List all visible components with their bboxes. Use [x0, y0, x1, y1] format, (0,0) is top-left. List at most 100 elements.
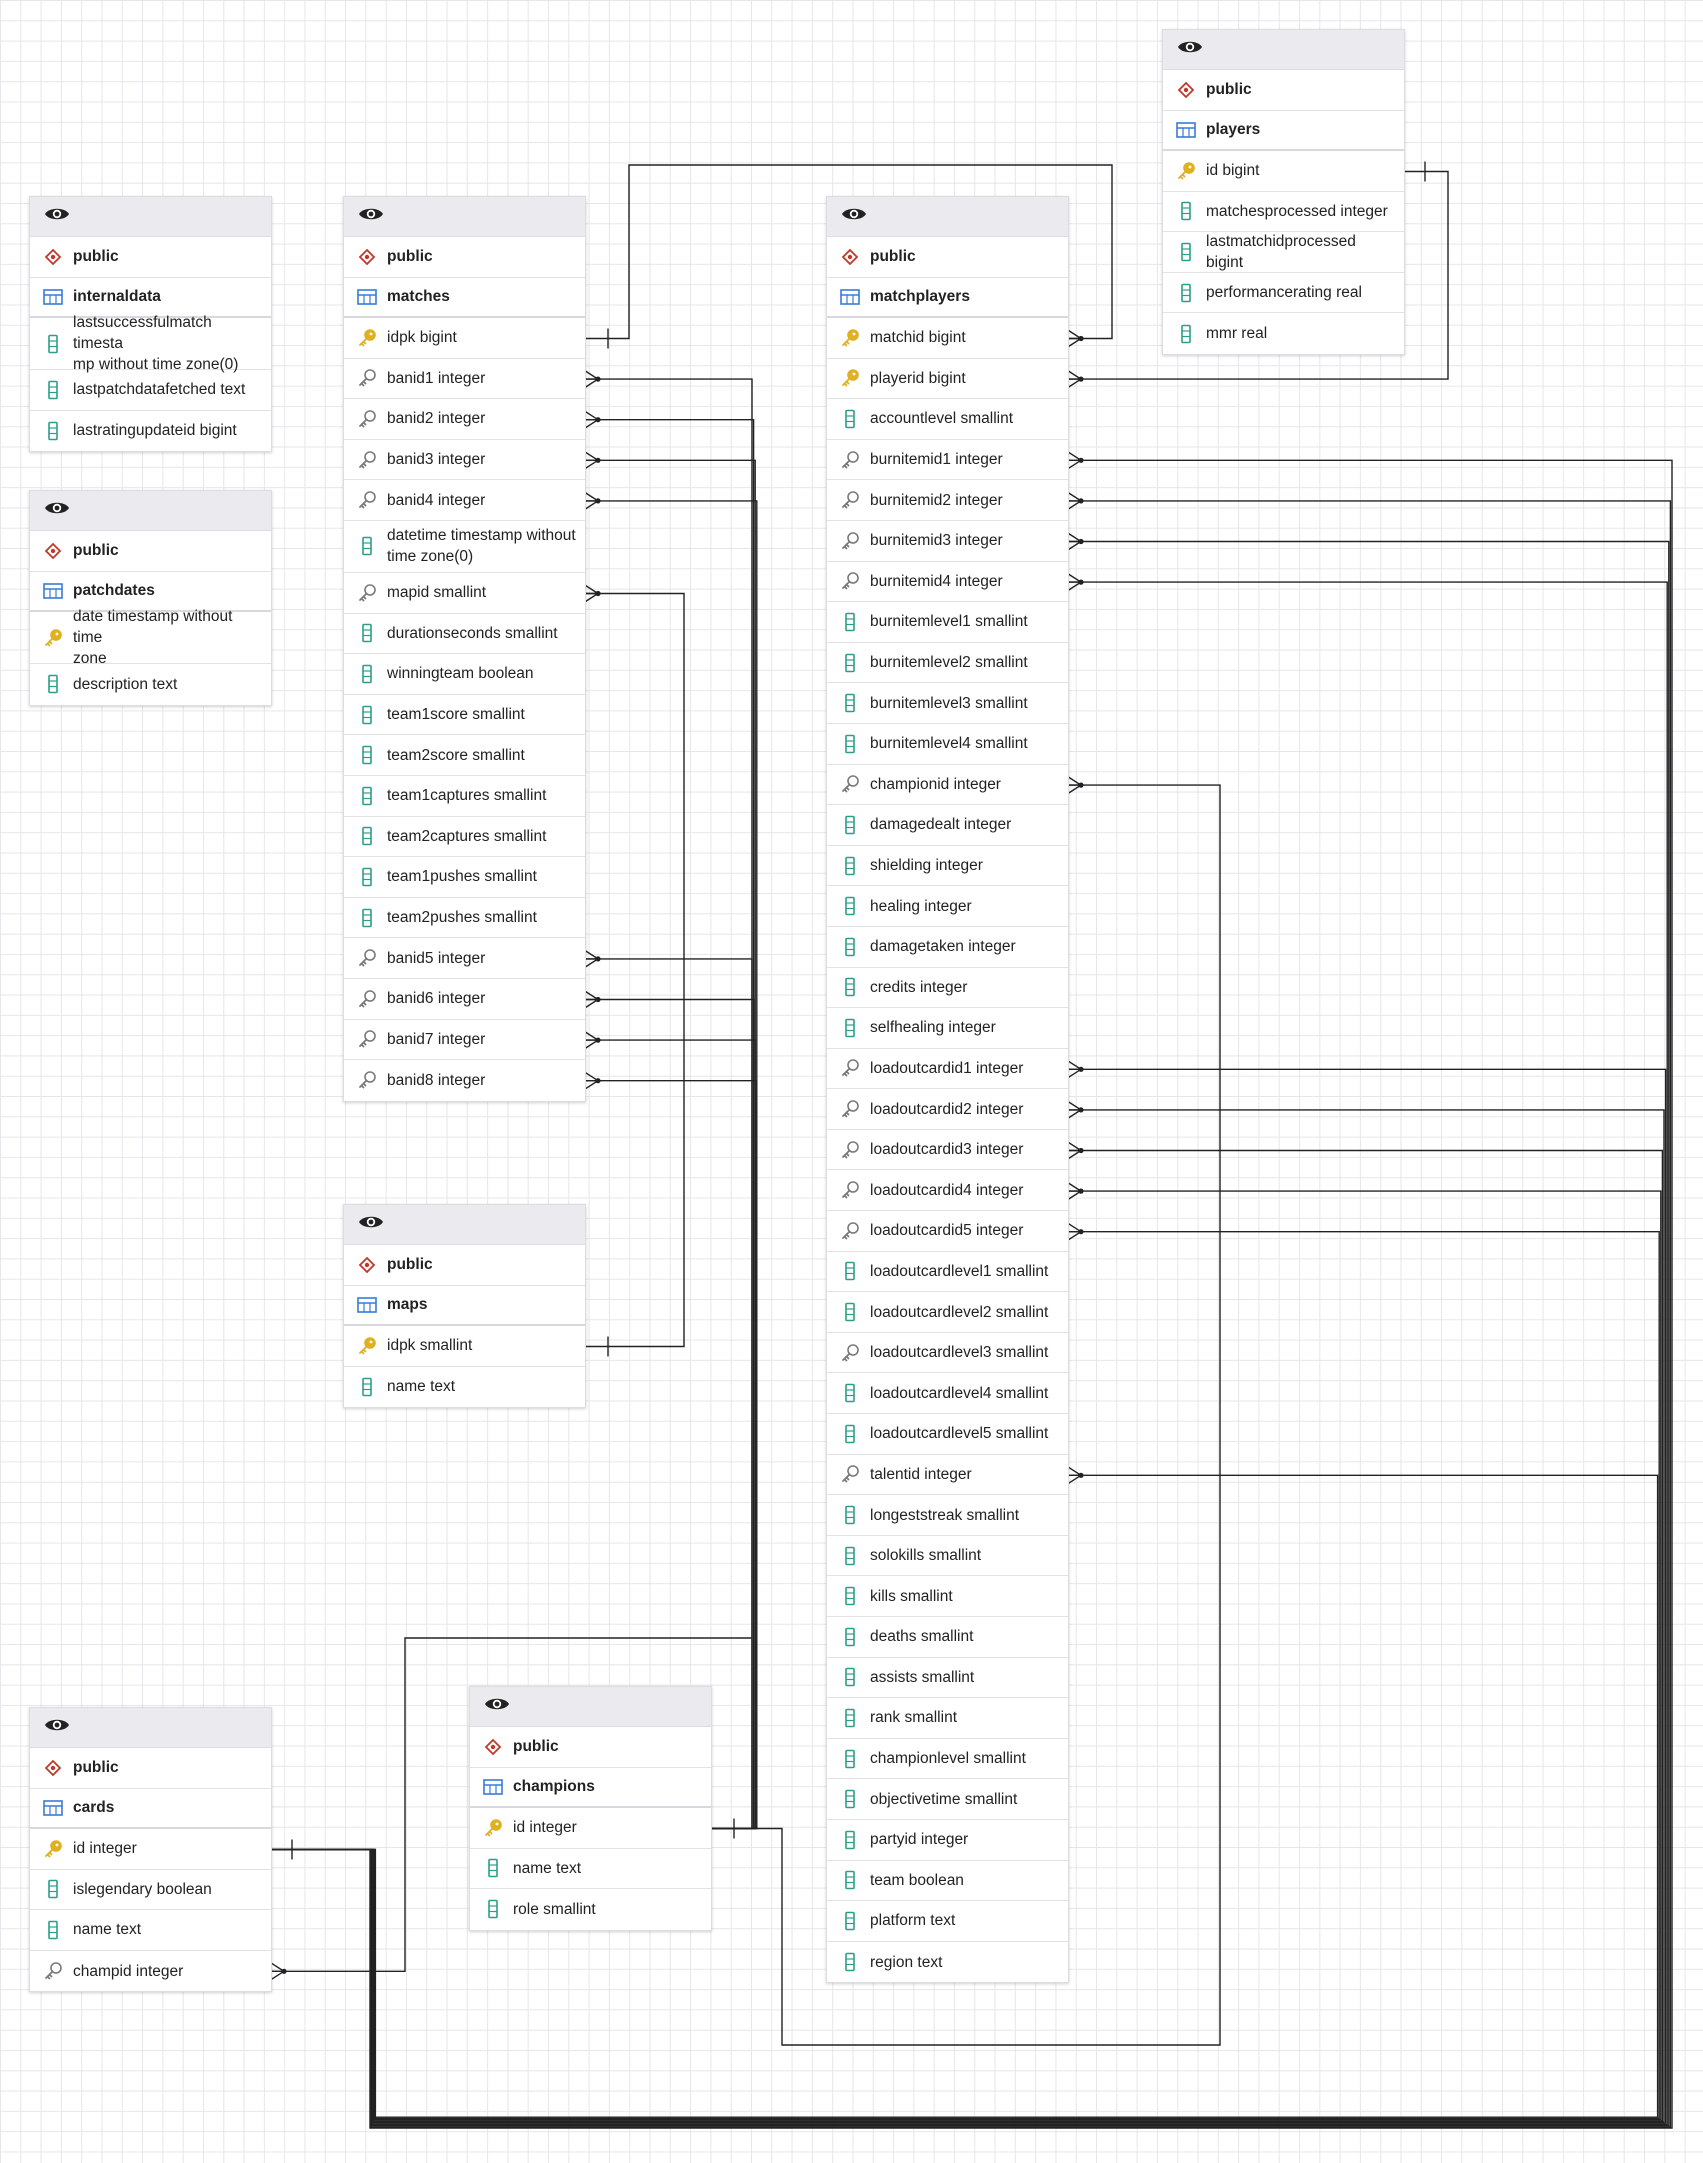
column-loadoutcardid4[interactable]: loadoutcardid4 integer	[827, 1170, 1068, 1212]
table-name-row[interactable]: cards	[30, 1789, 271, 1829]
eye-icon[interactable]	[358, 1213, 384, 1236]
column-banid4[interactable]: banid4 integer	[344, 480, 585, 521]
column-loadoutcardlevel5[interactable]: loadoutcardlevel5 smallint	[827, 1414, 1068, 1455]
column-matchesprocessed[interactable]: matchesprocessed integer	[1163, 192, 1404, 233]
column-winningteam[interactable]: winningteam boolean	[344, 654, 585, 695]
column-selfhealing[interactable]: selfhealing integer	[827, 1008, 1068, 1049]
entity-header[interactable]	[344, 197, 585, 237]
eye-icon[interactable]	[44, 1716, 70, 1739]
table-name-row[interactable]: patchdates	[30, 572, 271, 612]
column-role[interactable]: role smallint	[470, 1889, 711, 1930]
column-idpk[interactable]: idpk bigint	[344, 318, 585, 359]
column-islegendary[interactable]: islegendary boolean	[30, 1870, 271, 1911]
column-platform[interactable]: platform text	[827, 1901, 1068, 1942]
column-banid5[interactable]: banid5 integer	[344, 938, 585, 979]
column-durationseconds[interactable]: durationseconds smallint	[344, 614, 585, 655]
column-champid[interactable]: champid integer	[30, 1951, 271, 1992]
entity-header[interactable]	[30, 1708, 271, 1748]
schema-row[interactable]: public	[470, 1727, 711, 1768]
column-id[interactable]: id integer	[30, 1829, 271, 1870]
entity-header[interactable]	[30, 491, 271, 531]
entity-header[interactable]	[1163, 30, 1404, 70]
column-loadoutcardlevel3[interactable]: loadoutcardlevel3 smallint	[827, 1333, 1068, 1374]
column-damagedealt[interactable]: damagedealt integer	[827, 805, 1068, 846]
entity-header[interactable]	[827, 197, 1068, 237]
column-id[interactable]: id integer	[470, 1808, 711, 1849]
schema-row[interactable]: public	[827, 237, 1068, 278]
column-loadoutcardid1[interactable]: loadoutcardid1 integer	[827, 1049, 1068, 1090]
column-burnitemlevel4[interactable]: burnitemlevel4 smallint	[827, 724, 1068, 765]
column-team1score[interactable]: team1score smallint	[344, 695, 585, 736]
column-championid[interactable]: championid integer	[827, 765, 1068, 806]
schema-row[interactable]: public	[1163, 70, 1404, 111]
column-banid1[interactable]: banid1 integer	[344, 359, 585, 400]
eye-icon[interactable]	[44, 205, 70, 228]
column-solokills[interactable]: solokills smallint	[827, 1536, 1068, 1577]
eye-icon[interactable]	[484, 1695, 510, 1718]
column-lastratingupdateid[interactable]: lastratingupdateid bigint	[30, 411, 271, 452]
column-loadoutcardlevel2[interactable]: loadoutcardlevel2 smallint	[827, 1292, 1068, 1333]
column-kills[interactable]: kills smallint	[827, 1576, 1068, 1617]
column-loadoutcardlevel4[interactable]: loadoutcardlevel4 smallint	[827, 1373, 1068, 1415]
column-rank[interactable]: rank smallint	[827, 1698, 1068, 1739]
column-mapid[interactable]: mapid smallint	[344, 573, 585, 614]
schema-row[interactable]: public	[30, 1748, 271, 1789]
column-objectivetime[interactable]: objectivetime smallint	[827, 1779, 1068, 1820]
column-idpk[interactable]: idpk smallint	[344, 1326, 585, 1367]
column-partyid[interactable]: partyid integer	[827, 1820, 1068, 1861]
column-banid7[interactable]: banid7 integer	[344, 1020, 585, 1061]
column-team[interactable]: team boolean	[827, 1861, 1068, 1902]
entity-header[interactable]	[344, 1205, 585, 1245]
column-performancerating[interactable]: performancerating real	[1163, 273, 1404, 314]
column-burnitemid2[interactable]: burnitemid2 integer	[827, 480, 1068, 521]
column-loadoutcardid2[interactable]: loadoutcardid2 integer	[827, 1089, 1068, 1130]
column-damagetaken[interactable]: damagetaken integer	[827, 927, 1068, 968]
column-banid2[interactable]: banid2 integer	[344, 399, 585, 440]
table-name-row[interactable]: players	[1163, 111, 1404, 151]
column-burnitemid1[interactable]: burnitemid1 integer	[827, 440, 1068, 481]
column-healing[interactable]: healing integer	[827, 886, 1068, 927]
column-longeststreak[interactable]: longeststreak smallint	[827, 1495, 1068, 1536]
column-loadoutcardlevel1[interactable]: loadoutcardlevel1 smallint	[827, 1252, 1068, 1293]
column-burnitemlevel1[interactable]: burnitemlevel1 smallint	[827, 602, 1068, 643]
column-burnitemid4[interactable]: burnitemid4 integer	[827, 562, 1068, 603]
schema-row[interactable]: public	[344, 237, 585, 278]
eye-icon[interactable]	[1177, 38, 1203, 61]
column-loadoutcardid5[interactable]: loadoutcardid5 integer	[827, 1211, 1068, 1252]
schema-row[interactable]: public	[30, 237, 271, 278]
eye-icon[interactable]	[841, 205, 867, 228]
column-team2captures[interactable]: team2captures smallint	[344, 817, 585, 858]
column-lastpatchdatafetched[interactable]: lastpatchdatafetched text	[30, 370, 271, 411]
eye-icon[interactable]	[44, 499, 70, 522]
column-name[interactable]: name text	[30, 1910, 271, 1951]
column-id[interactable]: id bigint	[1163, 151, 1404, 192]
column-shielding[interactable]: shielding integer	[827, 846, 1068, 887]
eye-icon[interactable]	[358, 205, 384, 228]
column-description[interactable]: description text	[30, 664, 271, 705]
entity-header[interactable]	[30, 197, 271, 237]
column-credits[interactable]: credits integer	[827, 968, 1068, 1009]
schema-row[interactable]: public	[344, 1245, 585, 1286]
table-name-row[interactable]: maps	[344, 1286, 585, 1326]
column-region[interactable]: region text	[827, 1942, 1068, 1983]
column-team2pushes[interactable]: team2pushes smallint	[344, 898, 585, 939]
column-team2score[interactable]: team2score smallint	[344, 735, 585, 776]
column-banid6[interactable]: banid6 integer	[344, 979, 585, 1020]
column-name[interactable]: name text	[470, 1849, 711, 1890]
column-talentid[interactable]: talentid integer	[827, 1455, 1068, 1496]
column-burnitemlevel2[interactable]: burnitemlevel2 smallint	[827, 643, 1068, 684]
column-loadoutcardid3[interactable]: loadoutcardid3 integer	[827, 1130, 1068, 1171]
column-matchid[interactable]: matchid bigint	[827, 318, 1068, 359]
column-championlevel[interactable]: championlevel smallint	[827, 1739, 1068, 1780]
schema-row[interactable]: public	[30, 531, 271, 572]
table-name-row[interactable]: champions	[470, 1768, 711, 1808]
table-name-row[interactable]: matches	[344, 278, 585, 318]
column-team1captures[interactable]: team1captures smallint	[344, 776, 585, 817]
